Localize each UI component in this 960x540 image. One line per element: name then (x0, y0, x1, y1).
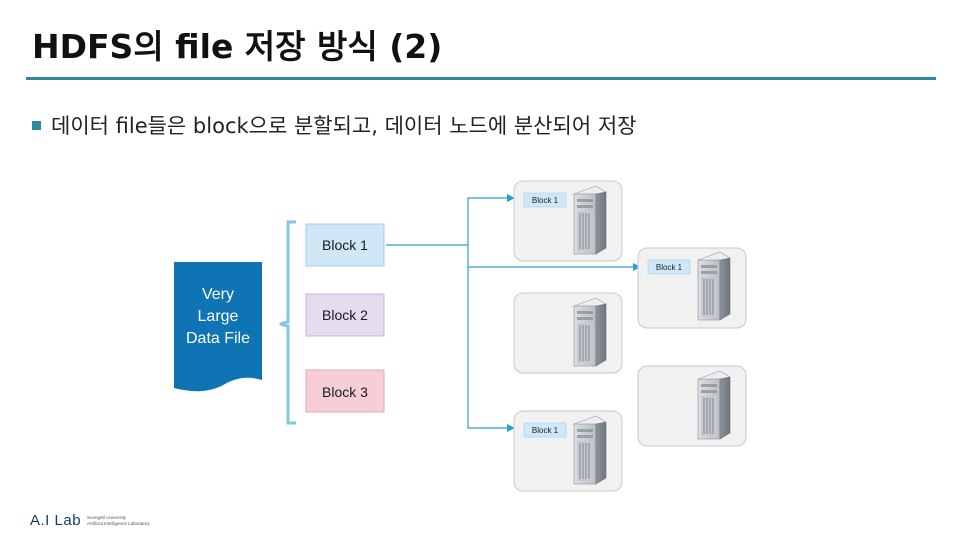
data-node: Block 1 (513, 410, 623, 492)
split-brace (279, 220, 296, 425)
data-node (513, 292, 623, 374)
server-icon (697, 370, 731, 440)
lab-subtitle: SoongSil University Artificial Intellige… (87, 515, 150, 527)
block-tag: Block 1 (656, 263, 683, 272)
block-tag: Block 1 (532, 426, 559, 435)
bullet-item: 데이터 file들은 block으로 분할되고, 데이터 노드에 분산되어 저장 (32, 110, 636, 140)
data-node: Block 1 (637, 247, 747, 329)
replication-arrows (386, 194, 641, 432)
data-node (637, 365, 747, 447)
file-label-line: Very (202, 286, 234, 303)
block-1: Block 1 (305, 223, 385, 267)
file-label-line: Large (198, 308, 239, 325)
lab-subtitle-line: SoongSil University (87, 514, 127, 520)
title-divider (26, 77, 936, 80)
server-icon (697, 251, 731, 321)
block-tag: Block 1 (532, 196, 559, 205)
bullet-text: 데이터 file들은 block으로 분할되고, 데이터 노드에 분산되어 저장 (51, 114, 637, 138)
server-icon (573, 297, 607, 367)
data-file-shape: Very Large Data File (174, 262, 262, 392)
block-label: Block 1 (322, 237, 368, 253)
block-3: Block 3 (305, 369, 385, 413)
block-label: Block 3 (322, 384, 368, 400)
footer-logo-area: A.I Lab SoongSil University Artificial I… (30, 512, 150, 529)
lab-logo: A.I Lab (30, 512, 82, 529)
server-icon (573, 415, 607, 485)
lab-subtitle-line: Artificial Intelligence Laboratory (87, 520, 150, 526)
server-icon (573, 185, 607, 255)
file-label-line: Data File (186, 330, 250, 347)
block-label: Block 2 (322, 307, 368, 323)
bullet-square-icon (32, 120, 41, 130)
data-node: Block 1 (513, 180, 623, 262)
block-2: Block 2 (305, 293, 385, 337)
slide-title: HDFS의 file 저장 방식 (2) (32, 27, 443, 66)
